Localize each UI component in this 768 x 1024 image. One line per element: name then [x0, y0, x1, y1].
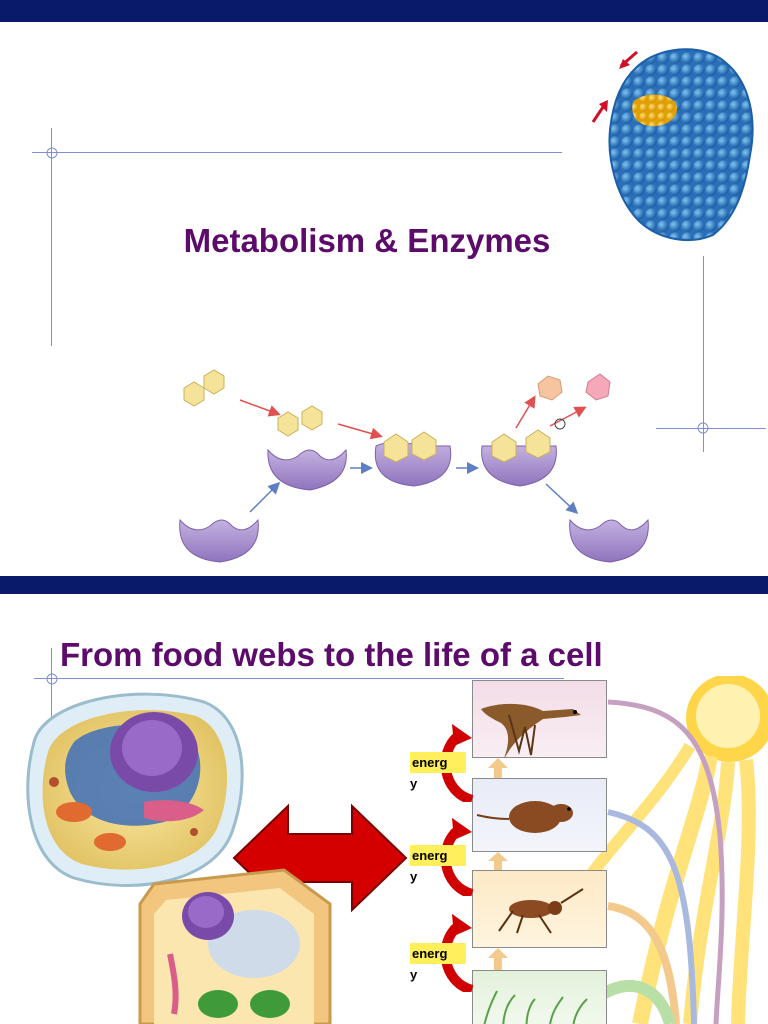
- substrate-approaching: [277, 405, 323, 437]
- grass-icon: [483, 990, 588, 1024]
- enzyme-substrate-complex: [374, 431, 452, 487]
- enzyme-protein-illustration: [591, 48, 754, 242]
- cricket-panel: [472, 870, 607, 948]
- top-bar: [0, 0, 768, 22]
- enzyme-reaction-diagram: [179, 369, 649, 563]
- slide-title: Metabolism & Enzymes: [183, 222, 551, 259]
- plant-cell-illustration: [138, 868, 332, 1024]
- up-arrow-icon: [488, 758, 508, 778]
- energy-label-line1: energ: [410, 943, 466, 964]
- mouse-panel: [472, 778, 607, 852]
- guide-line-vertical: [51, 128, 52, 346]
- product-molecule: [585, 373, 611, 401]
- free-enzyme: [179, 518, 259, 563]
- sun-illustration: [585, 676, 768, 1024]
- crosshair-icon: [697, 422, 709, 434]
- energy-label: energ y: [410, 752, 466, 794]
- crosshair-icon: [46, 673, 58, 685]
- energy-label-line2: y: [410, 869, 418, 884]
- substrate-molecule: [183, 369, 225, 407]
- animal-cell-illustration: [26, 692, 244, 887]
- up-arrow-icon: [488, 948, 508, 970]
- released-enzyme: [569, 518, 649, 563]
- guide-line-horizontal: [34, 678, 564, 679]
- guide-line-vertical-right: [703, 256, 704, 452]
- slide-food-webs: From food webs to the life of a cell: [0, 600, 768, 1024]
- up-arrow-icon: [488, 852, 508, 870]
- guide-line-vertical: [51, 648, 52, 734]
- plant-panel: [472, 970, 607, 1024]
- cricket-icon: [498, 888, 584, 934]
- energy-label-line1: energ: [410, 752, 466, 773]
- energy-label-line1: energ: [410, 845, 466, 866]
- energy-label: energ y: [410, 845, 466, 887]
- hawk-panel: [472, 680, 607, 761]
- energy-label: energ y: [410, 943, 466, 985]
- energy-label-line2: y: [410, 776, 418, 791]
- guide-line-horizontal: [32, 152, 562, 153]
- bottom-bar: [0, 576, 768, 594]
- hawk-icon: [481, 703, 581, 761]
- enzyme-products-bound: [481, 429, 557, 487]
- crosshair-icon: [46, 147, 58, 159]
- slide-metabolism: Metabolism & Enzymes: [0, 0, 768, 594]
- product-molecule: [537, 375, 563, 401]
- mouse-icon: [476, 801, 573, 833]
- guide-line-horizontal-right: [656, 428, 766, 429]
- energy-label-line2: y: [410, 967, 418, 982]
- slide-title: From food webs to the life of a cell: [60, 636, 603, 673]
